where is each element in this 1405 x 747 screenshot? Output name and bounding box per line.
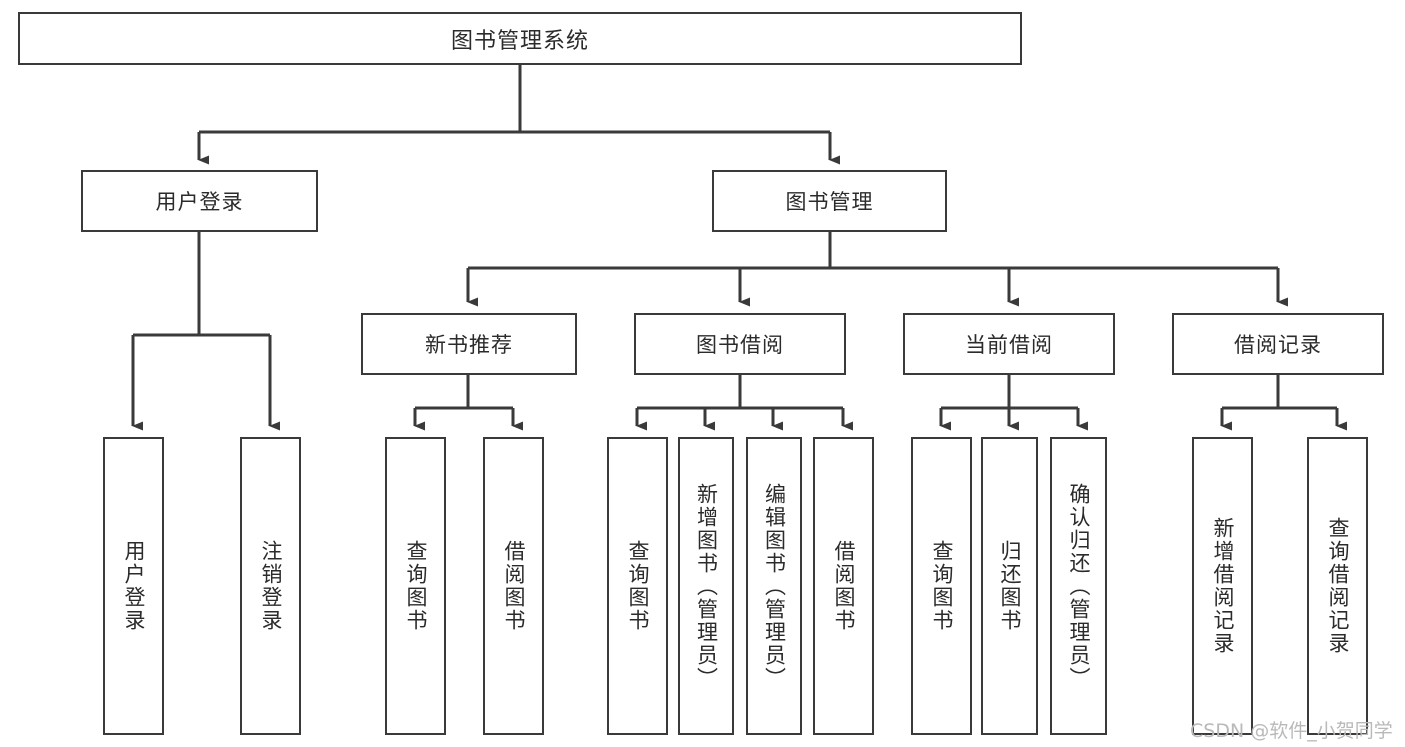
node-label: 确认归还（管理员） [1066, 482, 1091, 690]
leaf-user-login-logout[interactable]: 注销登录 [240, 437, 301, 735]
node-label: 用户登录 [155, 190, 244, 214]
leaf-book-borrow-edit-book-admin[interactable]: 编辑图书（管理员） [746, 437, 802, 735]
leaf-current-borrow-query-book[interactable]: 查询图书 [911, 437, 972, 735]
node-label: 借阅图书 [831, 540, 856, 632]
node-new-book-recommend[interactable]: 新书推荐 [361, 313, 577, 375]
node-label: 借阅图书 [501, 540, 526, 632]
leaf-borrow-record-add-record[interactable]: 新增借阅记录 [1192, 437, 1253, 735]
leaf-new-book-borrow-book[interactable]: 借阅图书 [483, 437, 544, 735]
node-current-borrow[interactable]: 当前借阅 [903, 313, 1115, 375]
node-label: 图书管理系统 [450, 28, 589, 54]
node-label: 查询图书 [929, 540, 954, 632]
node-label: 当前借阅 [965, 333, 1053, 357]
leaf-new-book-query-book[interactable]: 查询图书 [385, 437, 446, 735]
node-label: 图书借阅 [696, 333, 784, 357]
node-label: 查询图书 [625, 540, 650, 632]
node-label: 注销登录 [258, 540, 283, 632]
node-label: 借阅记录 [1234, 333, 1322, 357]
leaf-current-borrow-return-book[interactable]: 归还图书 [981, 437, 1038, 735]
node-label: 图书管理 [785, 190, 874, 214]
node-label: 查询借阅记录 [1325, 517, 1350, 655]
node-label: 查询图书 [403, 540, 428, 632]
node-book-management[interactable]: 图书管理 [712, 170, 947, 232]
node-root-book-management-system[interactable]: 图书管理系统 [18, 12, 1022, 65]
leaf-borrow-record-query-record[interactable]: 查询借阅记录 [1307, 437, 1368, 735]
leaf-book-borrow-query-book[interactable]: 查询图书 [607, 437, 668, 735]
node-label: 新增借阅记录 [1210, 517, 1235, 655]
node-label: 用户登录 [121, 540, 146, 632]
node-label: 编辑图书（管理员） [762, 482, 787, 690]
node-label: 新增图书（管理员） [694, 482, 719, 690]
node-label: 归还图书 [997, 540, 1022, 632]
node-borrow-record[interactable]: 借阅记录 [1172, 313, 1384, 375]
node-label: 新书推荐 [425, 333, 513, 357]
node-user-login[interactable]: 用户登录 [81, 170, 318, 232]
leaf-user-login-login[interactable]: 用户登录 [103, 437, 164, 735]
leaf-book-borrow-add-book-admin[interactable]: 新增图书（管理员） [678, 437, 734, 735]
leaf-current-borrow-confirm-return-admin[interactable]: 确认归还（管理员） [1050, 437, 1107, 735]
node-book-borrow[interactable]: 图书借阅 [634, 313, 846, 375]
leaf-book-borrow-borrow-book[interactable]: 借阅图书 [813, 437, 874, 735]
